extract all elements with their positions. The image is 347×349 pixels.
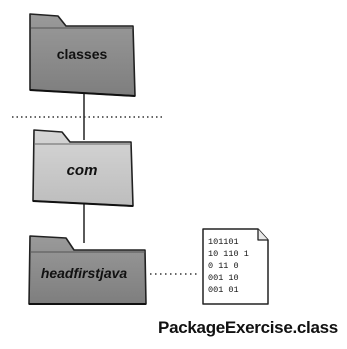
binary-line: 0 11 0 [208,261,239,271]
folder-classes-icon [29,13,136,97]
class-file-name: PackageExercise.class [158,318,338,337]
class-file-document-icon [202,228,269,305]
binary-line: 101101 [208,237,239,247]
folder-label-com: com [66,162,98,179]
binary-line: 10 110 1 [208,249,249,259]
folder-headfirstjava-icon [28,235,147,305]
folder-label-classes: classes [56,46,108,62]
binary-line: 001 01 [208,285,239,295]
folder-com-icon [32,129,134,207]
binary-content: 101101 10 110 1 0 11 0 001 10 001 01 [208,236,249,296]
folder-label-headfirstjava: headfirstjava [40,265,128,281]
binary-line: 001 10 [208,273,239,283]
